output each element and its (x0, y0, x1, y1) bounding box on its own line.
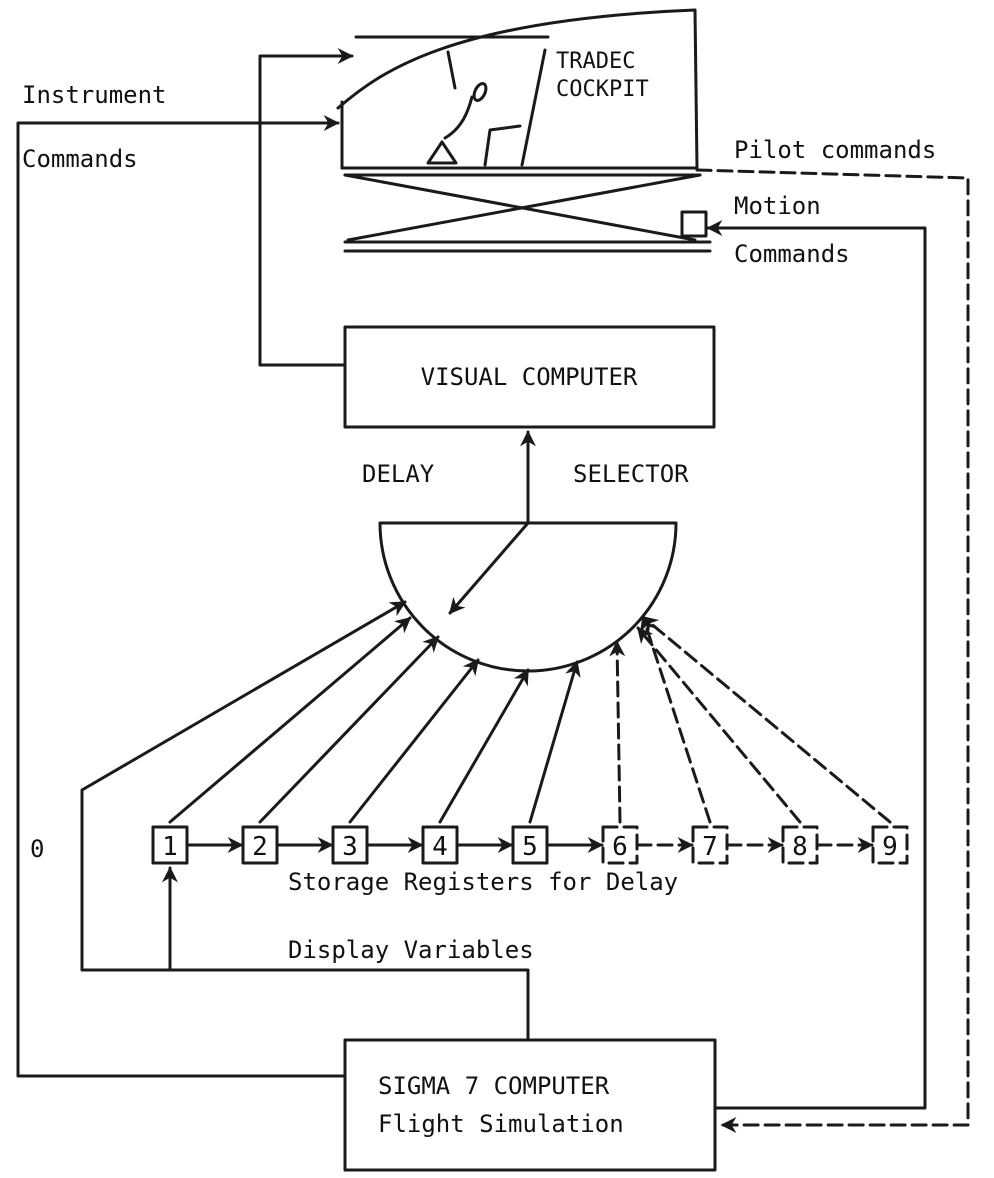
cockpit-rear-wall (693, 8, 699, 170)
register-to-selector-arrow (636, 626, 802, 824)
pilot-commands-arrow (695, 168, 970, 1133)
storage-register-number: 7 (702, 832, 718, 862)
sigma7-computer-box: SIGMA 7 COMPUTER Flight Simulation (343, 1038, 717, 1172)
pilot-commands-label: Pilot commands (734, 136, 936, 164)
sigma7-label-line1: SIGMA 7 COMPUTER (378, 1072, 610, 1100)
storage-register-number: 4 (432, 832, 448, 862)
motion-label: Motion (734, 192, 821, 220)
storage-register-number: 1 (162, 832, 178, 862)
platform-scissor-leg (346, 173, 702, 242)
visual-computer-box: VISUAL COMPUTER (343, 325, 716, 429)
instrument-label: Instrument (22, 81, 167, 109)
motion-actuator-box (680, 210, 708, 238)
visual-to-cockpit-arrow (258, 48, 354, 367)
cockpit-instrument-line (446, 50, 457, 90)
motion-platform (343, 173, 712, 253)
cockpit-canopy-curve (336, 8, 697, 110)
register-to-selector-arrow (639, 615, 712, 824)
tradec-cockpit: TRADEC COCKPIT (336, 8, 699, 170)
zero-register-label: 0 (30, 835, 44, 863)
storage-register-number: 2 (252, 832, 268, 862)
cockpit-pedal-icon (426, 140, 458, 165)
selector-switch-arm (448, 521, 530, 615)
motion-commands-arrow (706, 220, 927, 1110)
instrument-commands-label: Commands (22, 145, 138, 173)
register-to-selector-arrow (258, 635, 440, 824)
cockpit-seat-back (520, 48, 547, 167)
visual-computer-rect (343, 325, 716, 429)
register-to-selector-arrow (528, 660, 581, 824)
sigma7-computer-rect (343, 1038, 717, 1172)
cockpit-stick-icon (443, 95, 474, 140)
register-to-selector-arrow (641, 615, 892, 824)
storage-register-number: 6 (612, 832, 628, 862)
register-to-selector-arrow (438, 668, 530, 824)
zero-delay-path-arrow (80, 600, 530, 1042)
cockpit-label-line1: TRADEC (556, 49, 635, 74)
storage-register-number: 8 (792, 832, 808, 862)
cockpit-label-line2: COCKPIT (556, 77, 649, 102)
delay-label: DELAY (362, 460, 435, 488)
visual-computer-label: VISUAL COMPUTER (421, 363, 638, 391)
register-to-selector-arrow (348, 658, 480, 824)
instrument-commands-arrow (16, 115, 347, 1078)
storage-register-box (871, 825, 909, 865)
cockpit-stick-grip-icon (472, 82, 488, 102)
storage-registers-label: Storage Registers for Delay (288, 868, 678, 896)
delay-selector-semicircle (378, 521, 678, 673)
motion-commands-label: Commands (734, 240, 850, 268)
display-variables-label: Display Variables (288, 936, 534, 964)
cockpit-seat (483, 124, 522, 167)
register-fan-arrows (168, 615, 892, 824)
delay-selector (378, 430, 678, 673)
storage-registers: 1 2 3 4 5 6 7 8 9 (151, 825, 909, 865)
storage-register-number: 5 (522, 832, 538, 862)
storage-register-number: 3 (342, 832, 358, 862)
selector-label: SELECTOR (573, 460, 689, 488)
register-to-selector-arrow (609, 640, 626, 824)
storage-register-number: 9 (882, 832, 898, 862)
sigma7-label-line2: Flight Simulation (378, 1110, 624, 1138)
register-to-selector-arrow (168, 616, 412, 824)
